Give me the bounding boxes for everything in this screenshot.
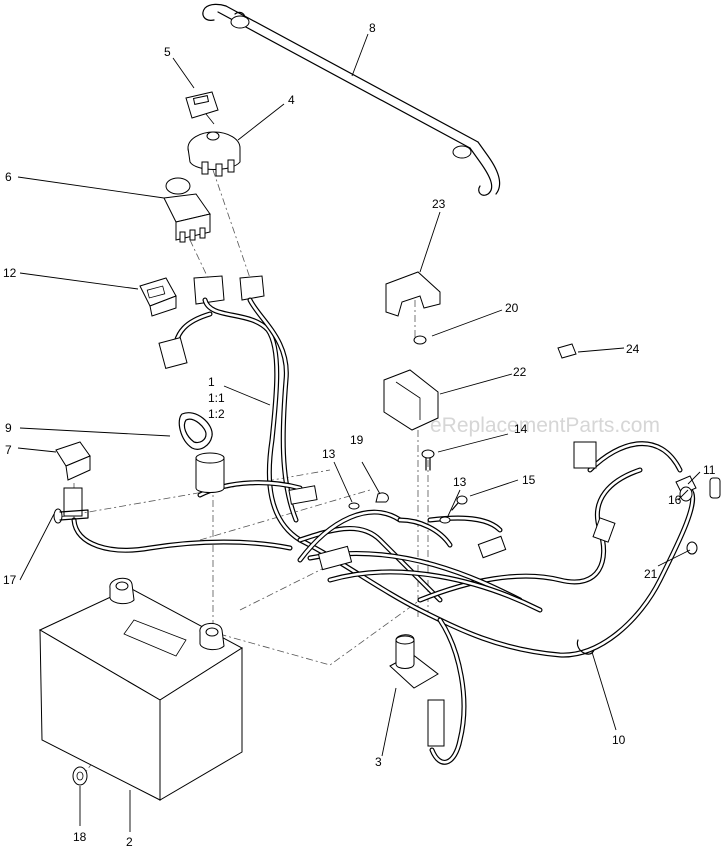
callout-12: 12 bbox=[3, 266, 17, 280]
callout-6: 6 bbox=[5, 170, 12, 184]
callout-10: 10 bbox=[612, 733, 626, 747]
callout-23: 23 bbox=[432, 197, 446, 211]
callout-9: 9 bbox=[5, 421, 12, 435]
part-13-washer-lower bbox=[439, 516, 451, 524]
part-19-clip bbox=[375, 492, 389, 503]
callout-13-upper: 13 bbox=[322, 447, 336, 461]
part-3-solenoid bbox=[389, 634, 439, 689]
callout-21: 21 bbox=[644, 567, 658, 581]
part-12-switch bbox=[139, 277, 177, 317]
part-14-screw bbox=[421, 449, 435, 471]
callout-2: 2 bbox=[126, 835, 133, 849]
callout-7: 7 bbox=[5, 443, 12, 457]
callout-8: 8 bbox=[369, 21, 376, 35]
callout-19: 19 bbox=[350, 433, 364, 447]
callout-16: 16 bbox=[668, 493, 682, 507]
callout-3: 3 bbox=[375, 755, 382, 769]
part-20-washer bbox=[413, 335, 427, 345]
callout-1-2: 1:2 bbox=[208, 407, 225, 421]
callout-18: 18 bbox=[73, 830, 87, 844]
leader-lines bbox=[17, 33, 701, 832]
part-6-pto-switch bbox=[163, 177, 211, 243]
callout-11: 11 bbox=[703, 463, 716, 477]
callout-15: 15 bbox=[522, 473, 536, 487]
part-21-nut bbox=[686, 541, 698, 555]
part-9-ground-loop bbox=[178, 412, 225, 493]
callout-5: 5 bbox=[164, 45, 171, 59]
harness-connectors bbox=[158, 336, 616, 747]
part-10-cable-tie bbox=[576, 639, 595, 655]
watermark: eReplacementParts.com bbox=[430, 414, 660, 437]
callout-13-lower: 13 bbox=[453, 475, 467, 489]
callout-22: 22 bbox=[513, 365, 527, 379]
part-7-relay bbox=[55, 441, 91, 517]
part-4-ignition-switch bbox=[187, 131, 241, 177]
callout-24: 24 bbox=[626, 342, 640, 356]
part-23-cover bbox=[385, 271, 441, 317]
part-15-screw bbox=[451, 495, 468, 511]
part-16-nut bbox=[679, 486, 693, 502]
part-22-fuse-holder bbox=[383, 369, 439, 431]
part-5-key bbox=[185, 91, 219, 125]
callout-labels: 8 5 4 6 12 23 20 24 22 1 1:1 1:2 9 14 13… bbox=[3, 21, 716, 849]
callout-1: 1 bbox=[208, 375, 215, 389]
part-24-clip bbox=[557, 343, 577, 359]
part-2-battery bbox=[38, 577, 243, 801]
part-13-washer-upper bbox=[348, 502, 360, 510]
callout-1-1: 1:1 bbox=[208, 391, 225, 405]
callout-17: 17 bbox=[3, 573, 17, 587]
part-8-rod bbox=[202, 3, 501, 196]
part-18-nut bbox=[72, 766, 88, 786]
part-17-bolt bbox=[53, 508, 89, 524]
part-1-wire-harness bbox=[71, 297, 696, 765]
callout-4: 4 bbox=[288, 93, 295, 107]
part-21-fuse bbox=[709, 477, 721, 499]
callout-14: 14 bbox=[514, 422, 528, 436]
harness-connectors-top bbox=[193, 275, 265, 305]
callout-20: 20 bbox=[505, 301, 519, 315]
